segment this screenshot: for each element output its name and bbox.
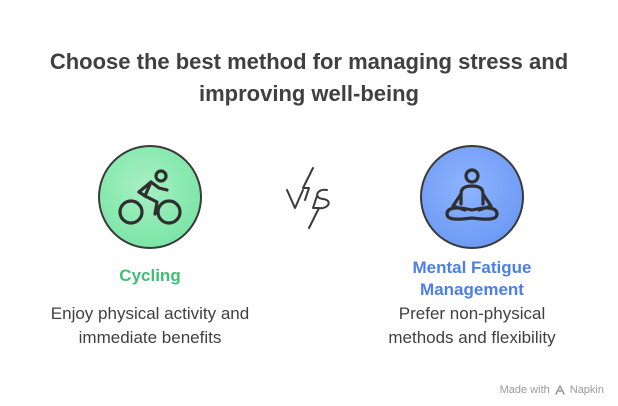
option-label-line-1: Mental Fatigue — [412, 258, 532, 277]
description-line-1: Enjoy physical activity and — [50, 304, 250, 323]
option-label-cycling: Cycling — [119, 266, 181, 285]
title-line-2: improving well-being — [198, 81, 419, 106]
description-line-2: methods and flexibility — [388, 328, 556, 347]
title-line-1: Choose the best method for managing stre… — [49, 49, 569, 74]
page-title: Choose the best method for managing stre… — [0, 46, 618, 110]
option-description-cycling: Enjoy physical activity and immediate be… — [10, 302, 290, 350]
brand-name: Napkin — [569, 384, 604, 396]
made-with-text: Made with — [499, 384, 550, 396]
option-description-mental-fatigue: Prefer non-physical methods and flexibil… — [332, 302, 612, 350]
napkin-logo-icon — [555, 384, 565, 395]
option-label-mental-fatigue: Mental Fatigue Management — [372, 257, 572, 301]
cycling-circle — [98, 145, 202, 249]
meditation-icon — [445, 168, 499, 221]
footer-attribution[interactable]: Made with Napkin — [500, 384, 604, 396]
cyclist-icon — [118, 169, 182, 225]
description-line-2: immediate benefits — [78, 328, 222, 347]
description-line-1: Prefer non-physical — [398, 304, 546, 323]
option-label-line-2: Management — [420, 280, 524, 299]
mental-fatigue-circle — [420, 145, 524, 249]
vs-icon — [283, 166, 339, 230]
